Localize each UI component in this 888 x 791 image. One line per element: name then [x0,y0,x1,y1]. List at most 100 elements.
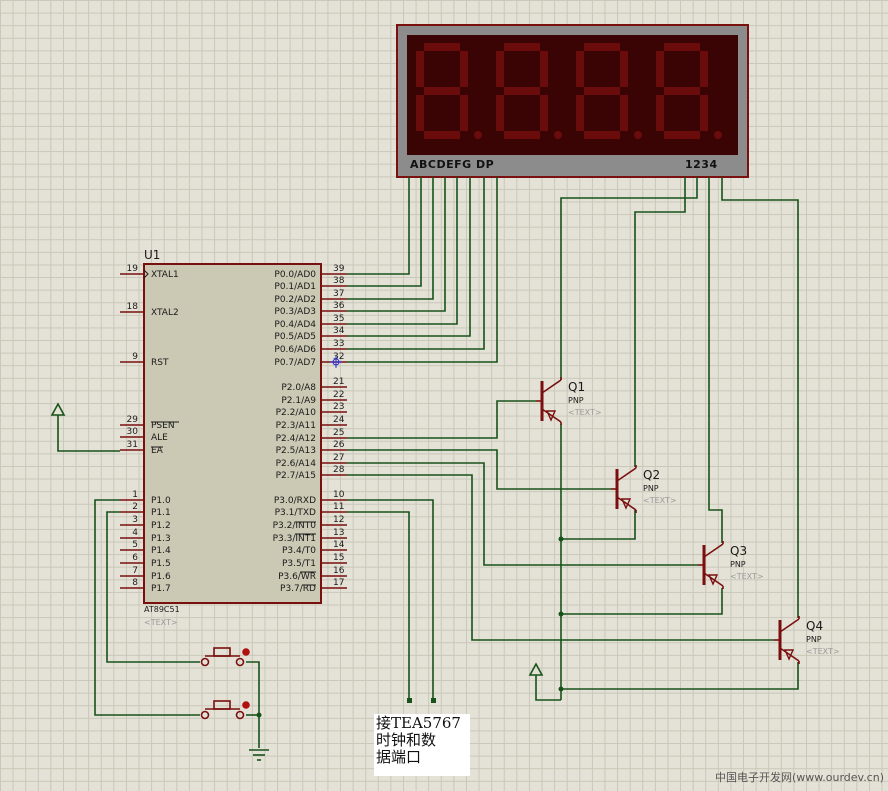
display-digit-label: 1234 [685,158,718,171]
pin-label: P1.5 [151,559,171,569]
transistors: Q1PNP<TEXT>Q2PNP<TEXT>Q3PNP<TEXT>Q4PNP<T… [536,377,840,664]
pin-number: 3 [132,515,138,525]
pin-number: 8 [132,578,138,588]
pin-number: 21 [333,377,344,387]
watermark: 中国电子开发网(www.ourdev.cn) [714,771,884,784]
u1-pin-p17: 8P1.7 [120,578,171,594]
segment-c [540,95,548,131]
pin-label: P3.0/RXD [274,496,316,506]
pin-number: 26 [333,440,345,450]
transistor-ref: Q2 [643,468,660,482]
transistor-type: PNP [730,560,746,569]
pin-number: 39 [333,264,345,274]
digit-2 [496,43,562,139]
pin-number: 1 [132,490,138,500]
u1-text-placeholder: <TEXT> [144,618,178,627]
segment-g [424,87,460,95]
segment-e [496,95,504,131]
tea5767-note: 接TEA5767 时钟和数 据端口 [374,714,470,776]
emitter-arrow-icon [620,498,632,510]
pin-number: 38 [333,276,345,286]
segment-c [700,95,708,131]
pin-number: 31 [127,440,138,450]
pin-label: P2.5/A13 [276,446,316,456]
segment-a [424,43,460,51]
u1-right-pins: 39P0.0/AD038P0.1/AD137P0.2/AD236P0.3/AD3… [273,264,347,594]
segment-g [584,87,620,95]
pin-label: P3.5/T1 [282,559,316,569]
segment-b [620,51,628,87]
transistor-type: PNP [643,484,659,493]
u1-left-pins: 19XTAL118XTAL29RST29PSEN30ALE31EA1P1.02P… [120,264,179,594]
pin-number: 16 [333,566,345,576]
pin-number: 30 [127,427,139,437]
segment-dp [634,131,642,139]
transistor-text-placeholder: <TEXT> [643,496,677,505]
emitter-arrow-icon [707,574,719,586]
pin-label: PSEN [151,421,175,431]
pin-number: 32 [333,352,344,362]
pin-number: 10 [333,490,345,500]
pin-number: 37 [333,289,344,299]
pin-label: P3.4/T0 [282,546,316,556]
pin-label: P0.5/AD5 [274,332,316,342]
pin-number: 19 [127,264,139,274]
pin-label: P3.3/INT1 [273,534,316,544]
wires [57,177,799,748]
pin-number: 7 [132,566,138,576]
vcc-arrow-left [50,402,66,416]
pin-number: 24 [333,415,345,425]
note-line-2: 时钟和数 [376,731,437,749]
u1-microcontroller: U1 AT89C51 <TEXT> 19XTAL118XTAL29RST29PS… [120,248,347,627]
u1-pin-p12: 3P1.2 [120,515,171,531]
segment-b [540,51,548,87]
transistor-text-placeholder: <TEXT> [568,408,602,417]
pin-number: 14 [333,540,345,550]
pin-label: P2.2/A10 [276,408,317,418]
segment-b [460,51,468,87]
pin-label: P2.1/A9 [281,396,316,406]
pin-number: 36 [333,301,345,311]
push-button-1[interactable] [200,647,250,667]
u1-pin-p13: 4P1.3 [120,528,171,544]
transistor-ref: Q4 [806,619,823,633]
pin-label: P1.6 [151,572,171,582]
pin-number: 2 [132,502,138,512]
pin-label: P0.1/AD1 [274,282,316,292]
pin-label: ALE [151,433,168,443]
pin-label: P3.7/RD [280,584,316,594]
pin-label: P2.4/A12 [276,434,316,444]
transistor-type: PNP [806,635,822,644]
pin-number: 28 [333,465,345,475]
segment-c [460,95,468,131]
pin-label: P0.6/AD6 [274,345,316,355]
digit-1 [416,43,482,139]
push-button-2[interactable] [200,700,250,720]
probe-marker-icon [330,356,342,368]
segment-f [576,51,584,87]
pin-number: 23 [333,402,344,412]
digit-3 [576,43,642,139]
u1-pin-p14: 5P1.4 [120,540,171,556]
